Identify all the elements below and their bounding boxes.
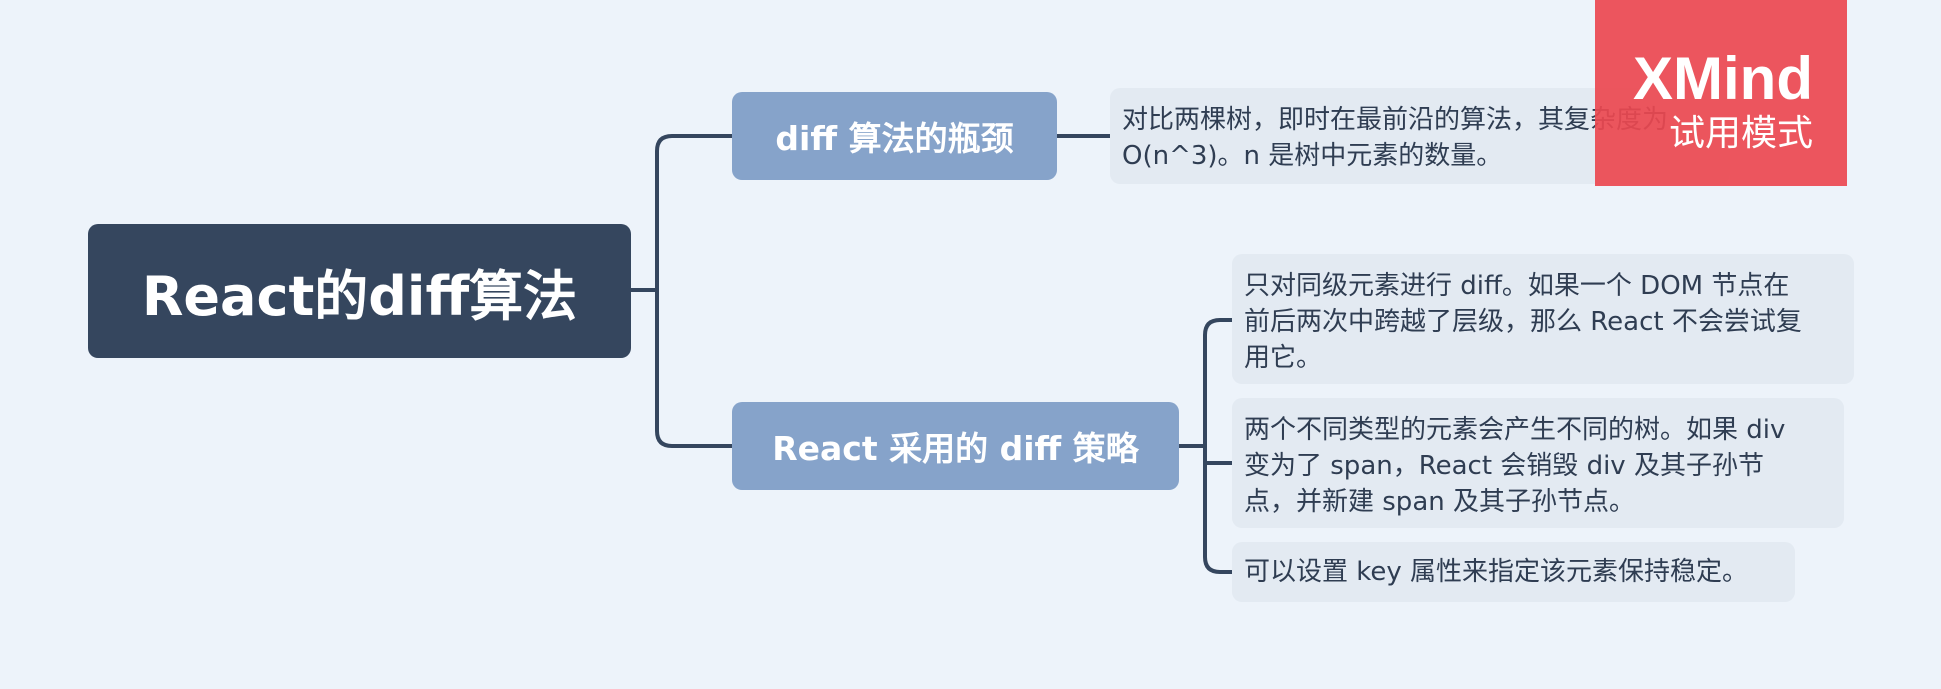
root-topic[interactable]: React的diff算法 — [88, 224, 631, 358]
note-line: 可以设置 key 属性来指定该元素保持稳定。 — [1244, 557, 1749, 587]
note-key-attribute[interactable]: 可以设置 key 属性来指定该元素保持稳定。 — [1232, 542, 1795, 602]
note-line: 只对同级元素进行 diff。如果一个 DOM 节点在 — [1244, 271, 1790, 301]
watermark-brand: XMind — [1633, 45, 1813, 112]
note-line: 对比两棵树，即时在最前沿的算法，其复杂度为 — [1122, 105, 1669, 135]
note-line: 前后两次中跨越了层级，那么 React 不会尝试复 — [1244, 307, 1802, 337]
root-topic-label: React的diff算法 — [141, 264, 578, 328]
note-line: O(n^3)。n 是树中元素的数量。 — [1122, 141, 1503, 171]
connector-root-branch-2 — [655, 288, 734, 448]
branch-topic-label: React 采用的 diff 策略 — [772, 429, 1139, 468]
watermark-mode: 试用模式 — [1668, 113, 1813, 154]
note-different-types[interactable]: 两个不同类型的元素会产生不同的树。如果 div 变为了 span，React 会… — [1232, 398, 1844, 528]
branch-topic-diff-bottleneck[interactable]: diff 算法的瓶颈 — [732, 92, 1057, 180]
branch-topic-react-diff-strategy[interactable]: React 采用的 diff 策略 — [732, 402, 1179, 490]
note-same-level-diff[interactable]: 只对同级元素进行 diff。如果一个 DOM 节点在 前后两次中跨越了层级，那么… — [1232, 254, 1854, 384]
branch-topic-label: diff 算法的瓶颈 — [775, 119, 1014, 158]
connector-branch-2-leaf-2 — [1203, 444, 1234, 465]
note-line: 两个不同类型的元素会产生不同的树。如果 div — [1244, 415, 1786, 445]
note-line: 用它。 — [1244, 343, 1323, 373]
connector-root-branch-1 — [655, 134, 734, 292]
note-line: 变为了 span，React 会销毁 div 及其子孙节 — [1244, 451, 1764, 481]
connector-branch-2-leaf-3 — [1203, 444, 1234, 574]
note-line: 点，并新建 span 及其子孙节点。 — [1244, 487, 1635, 517]
connector-branch-2-leaf-1 — [1203, 318, 1234, 448]
trial-watermark: XMind 试用模式 — [1595, 0, 1847, 186]
